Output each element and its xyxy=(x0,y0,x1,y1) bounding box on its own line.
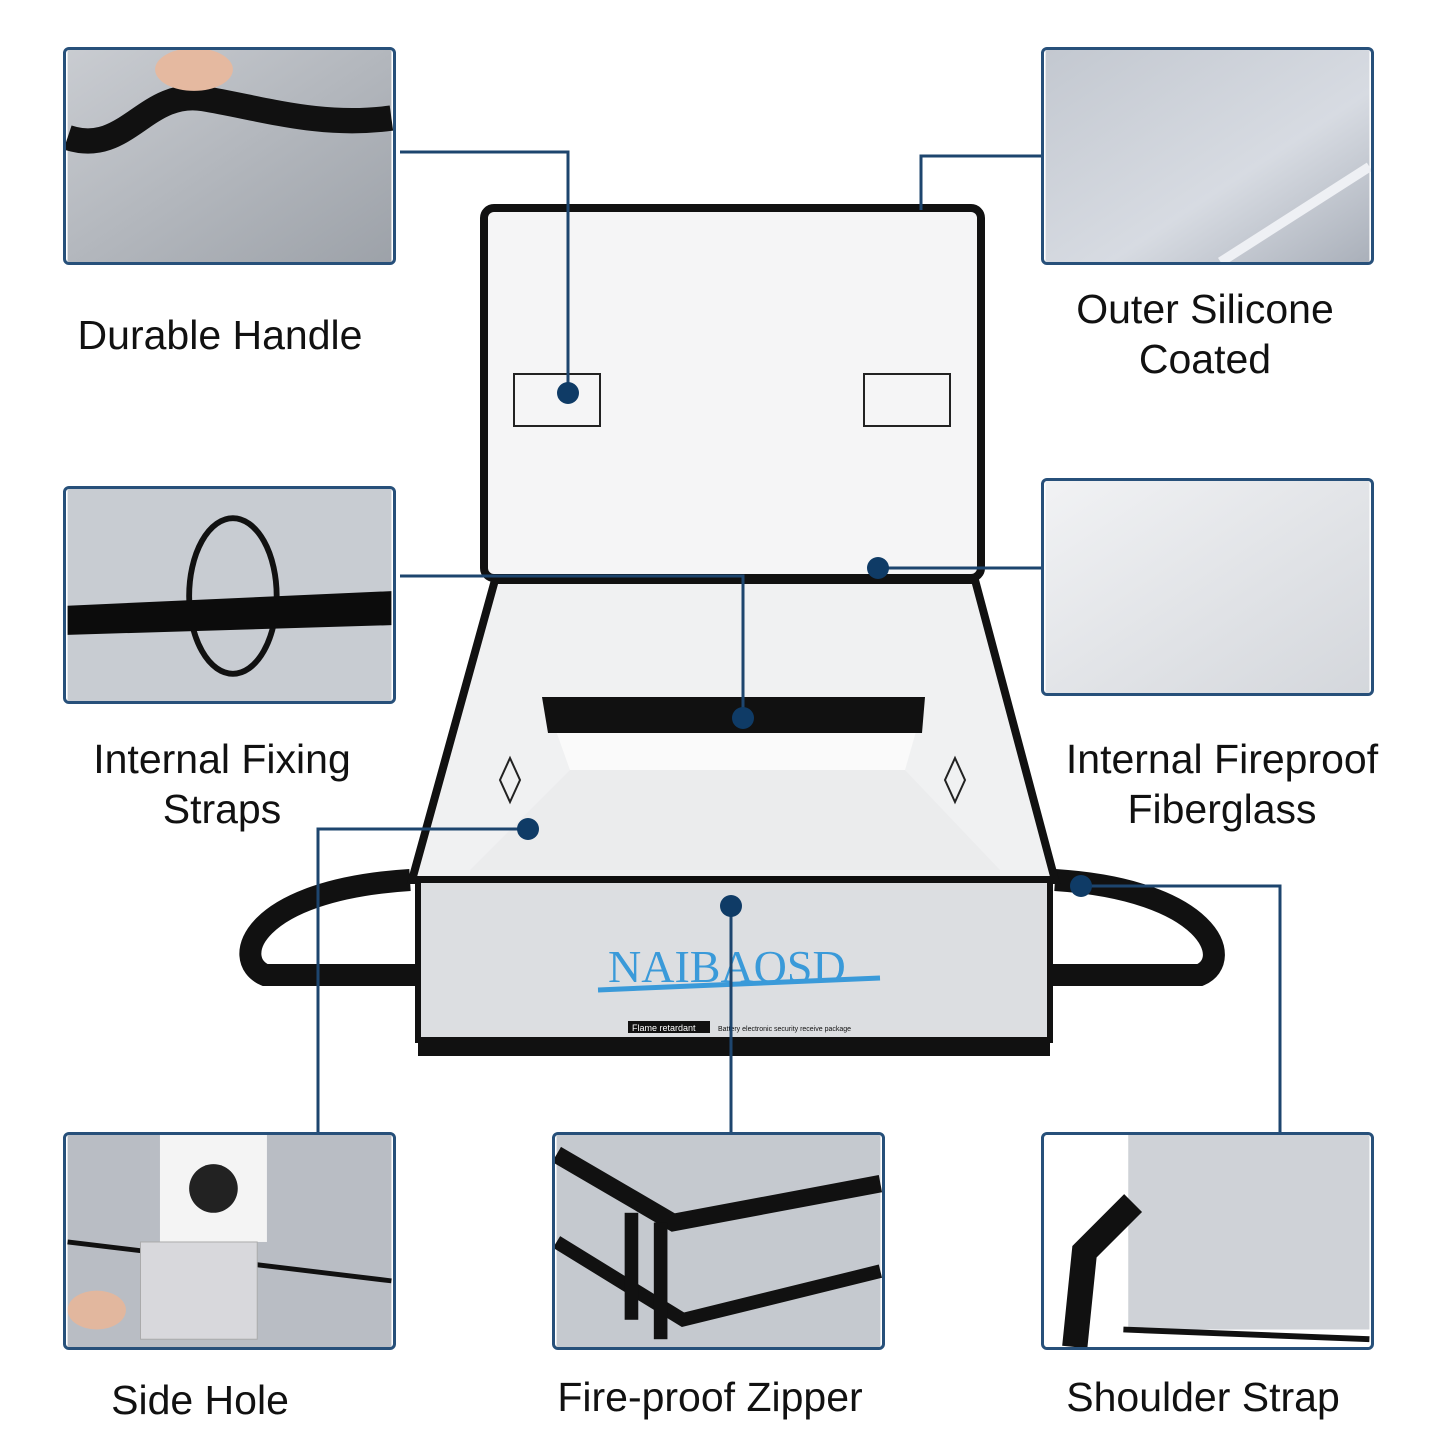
connector-outer-silicone xyxy=(919,154,1041,210)
label-line: Side Hole xyxy=(111,1377,289,1423)
label-line: Coated xyxy=(1138,336,1272,382)
flame-retardant-tag: Flame retardant xyxy=(632,1023,696,1033)
fire-proof-zipper-photo xyxy=(552,1132,885,1350)
label-side-hole: Side Hole xyxy=(111,1375,289,1425)
marker-dot xyxy=(867,557,889,579)
connector-fixing-straps xyxy=(400,574,745,718)
connector-side-hole xyxy=(316,827,528,1132)
side-hole-stitch xyxy=(498,755,522,805)
bag-floor xyxy=(470,770,1000,870)
marker-dot xyxy=(720,895,742,917)
internal-fixing-straps-photo xyxy=(63,486,396,704)
durable-handle-photo xyxy=(63,47,396,265)
label-shoulder-strap: Shoulder Strap xyxy=(1066,1372,1340,1422)
label-durable-handle: Durable Handle xyxy=(78,310,363,360)
label-line: Shoulder Strap xyxy=(1066,1374,1340,1420)
label-line: Internal Fixing xyxy=(93,736,351,782)
marker-dot xyxy=(557,382,579,404)
side-hole-photo xyxy=(63,1132,396,1350)
label-line: Straps xyxy=(162,786,282,832)
marker-dot xyxy=(1070,875,1092,897)
shoulder-strap-photo xyxy=(1041,1132,1374,1350)
lid-handle-patch xyxy=(863,373,951,427)
bag-bottom-trim xyxy=(418,1038,1050,1056)
tagline: Battery electronic security receive pack… xyxy=(718,1026,851,1033)
connector-durable-handle xyxy=(400,150,570,393)
label-line: Outer Silicone xyxy=(1076,286,1334,332)
label-line: Durable Handle xyxy=(77,312,363,358)
shoulder-strap-left xyxy=(239,869,430,986)
internal-fireproof-photo xyxy=(1041,478,1374,696)
connector-shoulder-strap xyxy=(1081,884,1282,1132)
shoulder-strap-right xyxy=(1040,869,1225,986)
side-hole-stitch xyxy=(943,755,967,805)
label-line: Fiberglass xyxy=(1127,786,1317,832)
label-fire-proof-zipper: Fire-proof Zipper xyxy=(557,1372,862,1422)
marker-dot xyxy=(732,707,754,729)
marker-dot xyxy=(517,818,539,840)
brand-logo-swoosh xyxy=(597,975,881,993)
label-line: Internal Fireproof xyxy=(1065,736,1379,782)
label-line: Fire-proof Zipper xyxy=(557,1374,863,1420)
lid-handle-patch xyxy=(513,373,601,427)
outer-silicone-photo xyxy=(1041,47,1374,265)
tag-background xyxy=(628,1021,710,1033)
